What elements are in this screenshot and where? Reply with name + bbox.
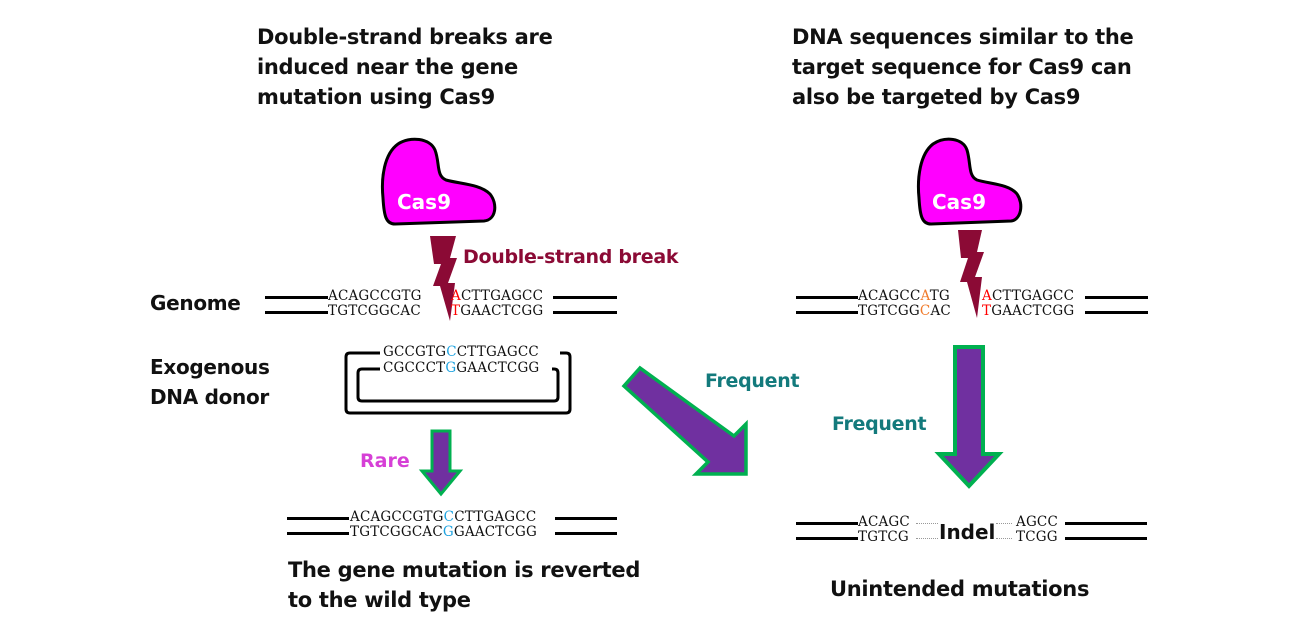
offtarget-sequence-top-left: ACAGCCATG [858,288,950,304]
indel-gap-top-right [996,523,1012,524]
mismatch-base-top: A [920,288,930,304]
indel-gap-top-left [916,523,938,524]
result-strand-top-right [555,517,617,520]
target-strand-bottom-left [796,311,858,314]
frequent-label-right: Frequent [832,413,927,435]
genome-sequence-top-left: ACAGCCGTG [328,288,422,304]
frequent-diagonal-arrow-icon [621,365,748,476]
right-result-caption: Unintended mutations [830,577,1090,601]
rare-arrow-icon [418,429,464,497]
frequent-down-arrow-icon [934,345,1004,489]
left-result-caption: The gene mutation is reverted to the wil… [288,558,641,612]
indel-gap-bottom-right [996,538,1012,539]
indel-label: Indel [939,520,996,544]
cas9-label-right: Cas9 [932,190,986,214]
cas9-protein-right [916,137,1023,226]
indel-strand-bottom-left [796,537,858,540]
cut-base-top: A [451,288,461,304]
double-strand-break-icon-left [430,236,457,321]
offtarget-sequence-bottom-right: TGAACTCGG [982,303,1075,319]
donor-label: Exogenous DNA donor [150,355,270,409]
genome-strand-bottom-right [553,311,617,314]
cas9-label-left: Cas9 [397,190,451,214]
indel-sequence-bottom-left: TGTCG [858,529,909,545]
genome-sequence-top-right: ACTTGAGCC [451,288,544,304]
double-strand-break-label: Double-strand break [463,246,679,268]
donor-mark-top: C [446,344,457,360]
result-sequence-bottom: TGTCGGCACGGAACTCGG [350,524,538,540]
donor-sequence-bottom: CGCCCTGGAACTCGG [383,360,540,376]
cut-base-bottom: T [451,303,461,319]
offtarget-sequence-bottom-left: TGTCGGCAC [858,303,951,319]
wild-type-base-top: C [443,509,455,525]
indel-strand-top-right [1065,522,1147,525]
target-strand-top-right [1085,296,1148,299]
indel-sequence-top-left: ACAGC [858,514,910,530]
offtarget-sequence-top-right: ACTTGAGCC [982,288,1075,304]
donor-plasmid-outline [344,351,572,415]
genome-strand-bottom-left [265,311,328,314]
frequent-label-middle: Frequent [705,370,800,392]
wild-type-base-bottom: G [442,524,454,540]
left-heading: Double-strand breaks are induced near th… [257,25,553,109]
cut-base-bottom-right: T [982,303,992,319]
indel-sequence-bottom-right: TCGG [1016,529,1058,545]
genome-sequence-bottom-left: TGTCGGCAC [328,303,421,319]
target-strand-top-left [796,296,858,299]
genome-strand-top-left [265,296,328,299]
genome-label: Genome [150,291,241,315]
indel-sequence-top-right: AGCC [1016,514,1058,530]
result-strand-bottom-right [555,532,617,535]
right-heading: DNA sequences similar to the target sequ… [792,25,1134,109]
double-strand-break-icon-right [958,230,984,318]
indel-strand-top-left [796,522,858,525]
genome-strand-top-right [553,296,617,299]
cut-base-top-right: A [982,288,992,304]
result-strand-bottom-left [287,532,349,535]
cas9-protein-left [380,137,497,226]
result-sequence-top: ACAGCCGTGCCTTGAGCC [350,509,537,525]
donor-mark-bottom: G [445,360,457,376]
indel-gap-bottom-left [916,538,938,539]
mismatch-base-bottom: C [919,303,931,319]
donor-sequence-top: GCCGTGCCTTGAGCC [383,344,539,360]
target-strand-bottom-right [1085,311,1148,314]
rare-label: Rare [360,450,410,472]
result-strand-top-left [287,517,349,520]
indel-strand-bottom-right [1065,537,1147,540]
genome-sequence-bottom-right: TGAACTCGG [451,303,544,319]
